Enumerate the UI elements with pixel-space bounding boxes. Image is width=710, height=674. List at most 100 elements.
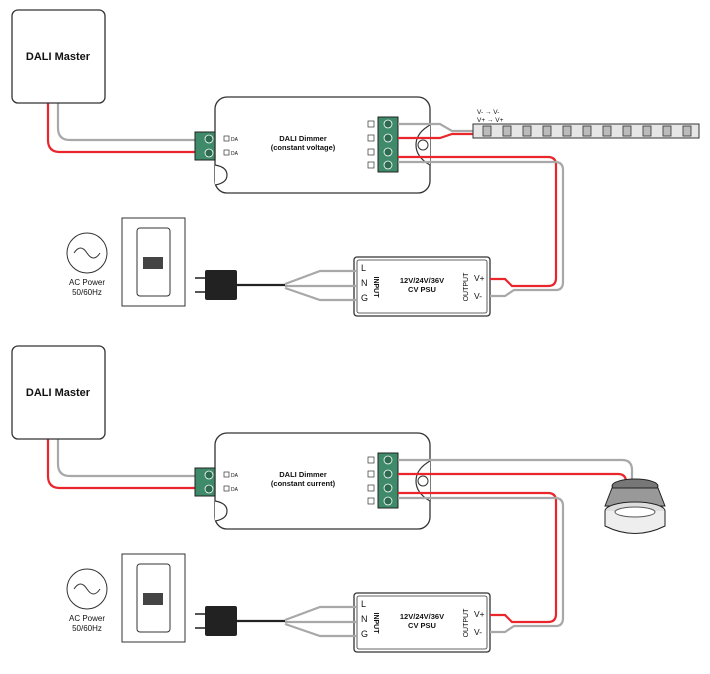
psu-input-pin: G <box>361 629 368 639</box>
led-chip <box>662 125 672 137</box>
psu-input-label: INPUT <box>372 613 379 635</box>
output-terminal-block <box>377 452 399 509</box>
terminal-screw <box>383 483 393 493</box>
outlet-slot <box>143 257 163 269</box>
pin-marker <box>367 470 375 478</box>
strip-polarity-label: V+ → V+ <box>477 117 504 124</box>
pin-marker <box>223 471 230 478</box>
psu-output-pin: V+ <box>474 273 485 283</box>
terminal-screw <box>204 134 214 144</box>
dali-master-box <box>11 9 106 104</box>
dali-master-label: DALI Master <box>26 51 91 63</box>
mount-tab <box>214 164 228 186</box>
strip-negative-wire <box>398 122 473 133</box>
psu-output-label: OUTPUT <box>463 608 470 638</box>
psu-output-pin: V+ <box>474 609 485 619</box>
dimmer-title: DALI Dimmer <box>279 470 327 479</box>
ac-wire-g <box>284 286 357 302</box>
pin-marker <box>367 456 375 464</box>
led-chip <box>562 125 572 137</box>
psu-title: 12V/24V/36V <box>400 612 444 621</box>
led-chip <box>582 125 592 137</box>
psu-input-pin: N <box>361 614 368 624</box>
pin-marker <box>367 161 375 169</box>
led-chip <box>602 125 612 137</box>
dali-master-box <box>11 345 106 440</box>
psu-positive-wire <box>398 491 558 624</box>
psu-negative-wire <box>398 160 565 298</box>
screw-hole <box>417 139 429 151</box>
pin-marker <box>367 120 375 128</box>
outlet-slot <box>143 593 163 605</box>
psu-subtitle: CV PSU <box>408 285 436 294</box>
psu-input-pin: G <box>361 293 368 303</box>
ac-power-label: AC Power <box>69 278 105 287</box>
terminal-screw <box>204 484 214 494</box>
dali-pin-label: DA <box>231 137 239 143</box>
led-negative-wire <box>398 458 634 481</box>
dali-pin-label: DA <box>231 473 239 479</box>
output-terminal-block <box>377 116 399 173</box>
psu-positive-wire <box>398 155 558 288</box>
ac-wire-g <box>284 622 357 638</box>
terminal-screw <box>383 160 393 170</box>
led-chip <box>522 125 532 137</box>
dali-wire-red <box>46 439 196 490</box>
pin-marker <box>223 149 230 156</box>
led-chip <box>482 125 492 137</box>
pin-marker <box>367 148 375 156</box>
terminal-screw <box>383 455 393 465</box>
ac-plug <box>205 606 237 636</box>
screw-hole <box>417 475 429 487</box>
psu-negative-wire <box>398 496 565 634</box>
psu-subtitle: CV PSU <box>408 621 436 630</box>
terminal-screw <box>383 469 393 479</box>
psu-input-pin: N <box>361 278 368 288</box>
dali-pin-label: DA <box>231 151 239 157</box>
pin-marker <box>367 497 375 505</box>
pin-marker <box>367 484 375 492</box>
psu-output-label: OUTPUT <box>463 272 470 302</box>
led-chip <box>542 125 552 137</box>
dali-wire-grey <box>56 439 196 478</box>
ac-wire-l <box>284 605 357 622</box>
strip-positive-wire <box>398 132 473 140</box>
mount-tab <box>214 500 228 522</box>
strip-polarity-label: V- → V- <box>477 109 499 116</box>
dimmer-subtitle: (constant current) <box>271 479 336 488</box>
ac-plug <box>205 270 237 300</box>
dali-wire-red <box>46 103 196 154</box>
terminal-screw <box>383 119 393 129</box>
pin-marker <box>367 134 375 142</box>
psu-output-pin: V- <box>474 627 482 637</box>
led-chip <box>502 125 512 137</box>
led-chip <box>622 125 632 137</box>
ac-power-label: AC Power <box>69 614 105 623</box>
dimmer-subtitle: (constant voltage) <box>271 143 336 152</box>
terminal-screw <box>383 147 393 157</box>
led-chip <box>642 125 652 137</box>
ac-wire-l <box>284 269 357 286</box>
dimmer-title: DALI Dimmer <box>279 134 327 143</box>
psu-output-pin: V- <box>474 291 482 301</box>
ac-frequency-label: 50/60Hz <box>72 624 102 633</box>
terminal-screw <box>383 133 393 143</box>
led-chip <box>682 125 692 137</box>
pin-marker <box>223 485 230 492</box>
terminal-screw <box>383 496 393 506</box>
psu-input-pin: L <box>361 599 366 609</box>
psu-input-pin: L <box>361 263 366 273</box>
pin-marker <box>223 135 230 142</box>
ac-frequency-label: 50/60Hz <box>72 288 102 297</box>
dali-pin-label: DA <box>231 487 239 493</box>
terminal-screw <box>204 470 214 480</box>
dali-master-label: DALI Master <box>26 387 91 399</box>
psu-title: 12V/24V/36V <box>400 276 444 285</box>
led-positive-wire <box>398 472 628 483</box>
psu-input-label: INPUT <box>372 277 379 299</box>
terminal-screw <box>204 148 214 158</box>
dali-wire-grey <box>56 103 196 142</box>
